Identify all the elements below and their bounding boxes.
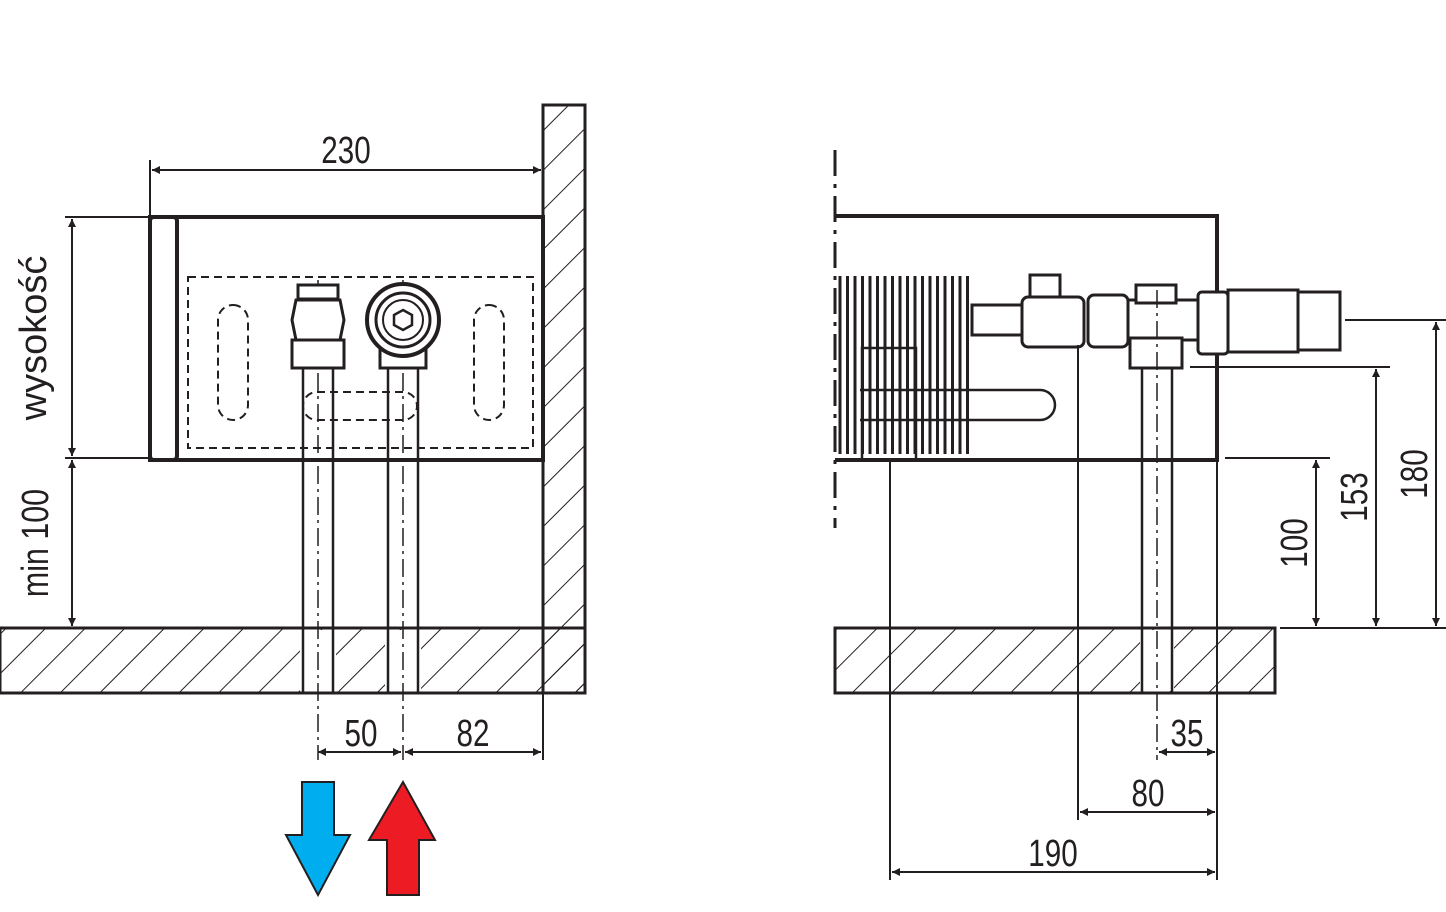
valve-knob-icon xyxy=(365,282,441,370)
height-label: wysokość xyxy=(13,256,55,422)
width-label: 230 xyxy=(321,130,370,172)
depth-label: 190 xyxy=(1028,833,1077,875)
supply-flow-arrow-icon xyxy=(367,779,437,896)
thermostat-head-icon xyxy=(1226,288,1342,354)
floor-hatch xyxy=(0,626,587,695)
bottom-height-label: 100 xyxy=(1274,518,1316,567)
min-clearance-label: min 100 xyxy=(15,489,57,597)
left-view: 230 wysokość min 100 50 82 xyxy=(0,103,587,898)
end-cap xyxy=(148,215,179,462)
slot-right xyxy=(473,304,505,421)
slot-left xyxy=(217,304,249,421)
heat-exchanger-fins xyxy=(838,276,969,454)
floor-hatch-right xyxy=(833,626,1277,695)
valve-offset-label: 80 xyxy=(1132,773,1165,815)
right-view: 35 80 190 100 153 180 xyxy=(833,150,1446,880)
return-flow-arrow-icon xyxy=(284,781,352,898)
supply-pipe xyxy=(970,273,1230,370)
valve-fitting-icon xyxy=(290,283,346,370)
u-tube xyxy=(860,388,1057,422)
pipe-offset-label: 35 xyxy=(1171,713,1204,755)
convector-body xyxy=(148,215,545,462)
wall-hatch xyxy=(541,103,587,695)
pipe-spacing-label: 50 xyxy=(345,713,378,755)
inner-outline xyxy=(187,276,534,449)
wall-offset-label: 82 xyxy=(457,713,490,755)
valve-height-label: 153 xyxy=(1334,472,1376,521)
total-height-label: 180 xyxy=(1394,449,1436,498)
